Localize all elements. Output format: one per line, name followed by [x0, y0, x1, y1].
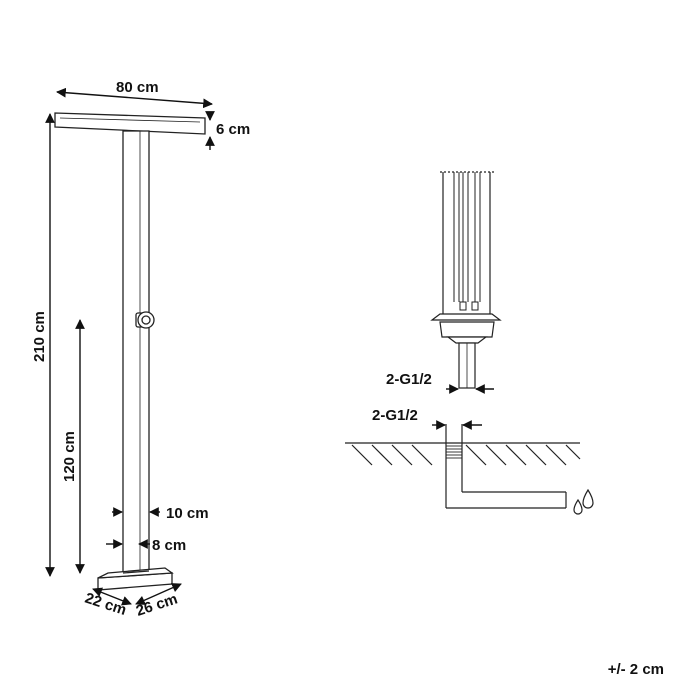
upper-fitting-callout: 2-G1/2	[386, 371, 494, 394]
lower-thread-label: 2-G1/2	[372, 407, 418, 424]
inner-pipes	[453, 172, 481, 311]
dim-column-inner-label: 8 cm	[152, 537, 186, 554]
dim-width-label: 80 cm	[116, 79, 159, 96]
dim-column-outer: 10 cm	[112, 505, 209, 522]
upper-thread-label: 2-G1/2	[386, 371, 432, 388]
plumbing-detail	[345, 171, 594, 515]
dim-column-outer-label: 10 cm	[166, 505, 209, 522]
dim-bar-thickness: 6 cm	[205, 111, 250, 150]
base-plate	[97, 567, 174, 591]
dim-valve-height-label: 120 cm	[61, 431, 78, 482]
ground-hatching	[351, 444, 581, 466]
mounting-plate	[430, 313, 502, 344]
water-drops-icon	[573, 488, 594, 515]
tolerance-note: +/- 2 cm	[607, 661, 664, 678]
dim-column-inner: 8 cm	[106, 537, 186, 554]
dim-valve-height: 120 cm	[61, 319, 85, 574]
valve-knob	[135, 311, 155, 329]
lower-fitting-callout: 2-G1/2	[372, 407, 482, 430]
top-bar	[54, 112, 206, 135]
dim-bar-thickness-label: 6 cm	[216, 121, 250, 138]
pipe-thread	[446, 445, 462, 459]
shower-column-drawing	[54, 112, 206, 591]
dim-total-height: 210 cm	[31, 113, 55, 577]
dim-width: 80 cm	[56, 79, 213, 109]
supply-pipe	[445, 424, 567, 509]
dim-total-height-label: 210 cm	[31, 311, 48, 362]
column	[122, 130, 150, 574]
